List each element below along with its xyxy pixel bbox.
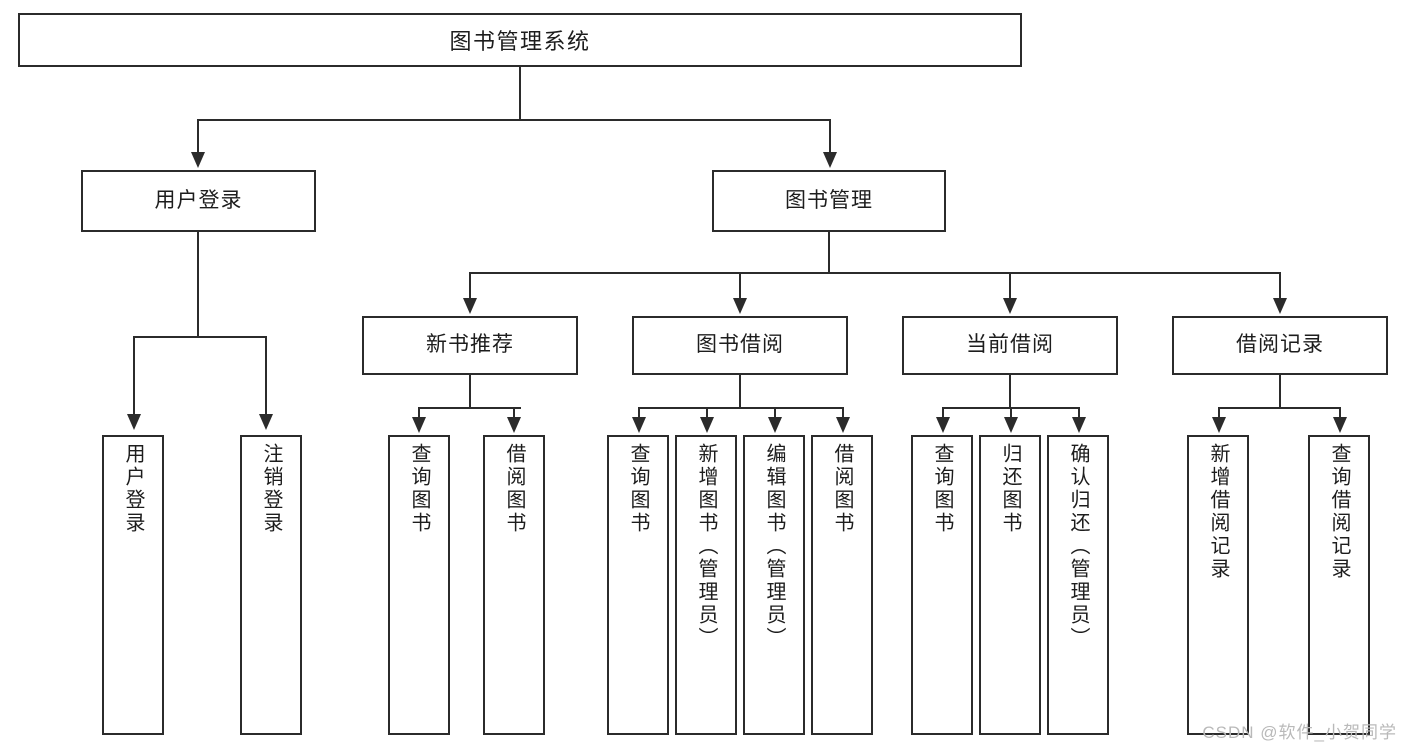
- connector-drop-book-manage: [829, 119, 831, 154]
- connector-drop-leaf-edit-book: [774, 407, 776, 419]
- arrowhead-leaf-user-login: [127, 414, 141, 430]
- connector-new-book-recommend-stem: [469, 375, 471, 407]
- connector-new-book-recommend-bus: [418, 407, 521, 409]
- connector-drop-leaf-add-record: [1218, 407, 1220, 419]
- connector-level2-bus: [197, 119, 831, 121]
- arrowhead-leaf-query-book-2: [632, 417, 646, 433]
- node-leaf-query-book-current[interactable]: 查询图书: [911, 435, 973, 735]
- node-borrow-record[interactable]: 借阅记录: [1172, 316, 1388, 375]
- arrowhead-leaf-logout: [259, 414, 273, 430]
- connector-drop-user-login: [197, 119, 199, 154]
- arrowhead-book-manage: [823, 152, 837, 168]
- node-label: 归还图书: [999, 443, 1021, 535]
- connector-drop-leaf-borrow-book-2: [842, 407, 844, 419]
- node-leaf-borrow-book-borrow[interactable]: 借阅图书: [811, 435, 873, 735]
- node-book-borrow[interactable]: 图书借阅: [632, 316, 848, 375]
- watermark-text: CSDN @软件_小贺同学: [1202, 723, 1397, 742]
- connector-book-manage-stem: [828, 232, 830, 272]
- arrowhead-leaf-add-book: [700, 417, 714, 433]
- node-label: 编辑图书（管理员）: [763, 443, 785, 650]
- arrowhead-leaf-return-book: [1004, 417, 1018, 433]
- node-current-borrow[interactable]: 当前借阅: [902, 316, 1118, 375]
- connector-book-borrow-bus: [638, 407, 844, 409]
- arrowhead-leaf-borrow-book-2: [836, 417, 850, 433]
- node-label: 新增图书（管理员）: [695, 443, 717, 650]
- arrowhead-book-borrow: [733, 298, 747, 314]
- arrowhead-leaf-confirm-return: [1072, 417, 1086, 433]
- connector-borrow-record-stem: [1279, 375, 1281, 407]
- connector-drop-leaf-user-login: [133, 336, 135, 416]
- arrowhead-leaf-add-record: [1212, 417, 1226, 433]
- node-root-book-management-system[interactable]: 图书管理系统: [18, 13, 1022, 67]
- node-leaf-user-login[interactable]: 用户登录: [102, 435, 164, 735]
- node-label: 图书管理: [785, 188, 873, 212]
- connector-user-login-stem: [197, 232, 199, 336]
- arrowhead-leaf-query-book-1: [412, 417, 426, 433]
- arrowhead-leaf-query-record: [1333, 417, 1347, 433]
- node-label: 新书推荐: [426, 333, 514, 357]
- node-leaf-borrow-book-recommend[interactable]: 借阅图书: [483, 435, 545, 735]
- connector-drop-leaf-add-book: [706, 407, 708, 419]
- arrowhead-leaf-edit-book: [768, 417, 782, 433]
- node-leaf-query-book-borrow[interactable]: 查询图书: [607, 435, 669, 735]
- node-book-management[interactable]: 图书管理: [712, 170, 946, 232]
- arrowhead-new-book-recommend: [463, 298, 477, 314]
- node-user-login[interactable]: 用户登录: [81, 170, 316, 232]
- node-label: 新增借阅记录: [1207, 443, 1229, 581]
- connector-borrow-record-bus: [1218, 407, 1341, 409]
- node-label: 注销登录: [260, 443, 282, 535]
- connector-drop-leaf-query-book-2: [638, 407, 640, 419]
- connector-user-login-bus: [133, 336, 265, 338]
- connector-drop-new-book-recommend: [469, 272, 471, 300]
- node-label: 图书借阅: [696, 333, 784, 357]
- node-leaf-confirm-return-admin[interactable]: 确认归还（管理员）: [1047, 435, 1109, 735]
- node-leaf-logout[interactable]: 注销登录: [240, 435, 302, 735]
- node-label: 当前借阅: [966, 333, 1054, 357]
- connector-root-stem: [519, 67, 521, 119]
- node-leaf-query-borrow-record[interactable]: 查询借阅记录: [1308, 435, 1370, 735]
- node-leaf-query-book-recommend[interactable]: 查询图书: [388, 435, 450, 735]
- node-label: 图书管理系统: [449, 29, 591, 54]
- connector-drop-leaf-borrow-book-1: [513, 407, 515, 419]
- arrowhead-leaf-query-book-3: [936, 417, 950, 433]
- node-leaf-return-book[interactable]: 归还图书: [979, 435, 1041, 735]
- node-label: 查询图书: [931, 443, 953, 535]
- node-leaf-edit-book-admin[interactable]: 编辑图书（管理员）: [743, 435, 805, 735]
- connector-drop-leaf-logout: [265, 336, 267, 416]
- arrowhead-leaf-borrow-book-1: [507, 417, 521, 433]
- node-label: 查询图书: [627, 443, 649, 535]
- node-label: 用户登录: [154, 188, 243, 212]
- node-label: 查询借阅记录: [1328, 443, 1350, 581]
- connector-drop-leaf-return-book: [1010, 407, 1012, 419]
- node-label: 借阅图书: [831, 443, 853, 535]
- connector-drop-leaf-confirm-return: [1078, 407, 1080, 419]
- node-leaf-add-book-admin[interactable]: 新增图书（管理员）: [675, 435, 737, 735]
- node-label: 借阅记录: [1236, 333, 1324, 357]
- arrowhead-current-borrow: [1003, 298, 1017, 314]
- connector-drop-leaf-query-book-1: [418, 407, 420, 419]
- arrowhead-user-login: [191, 152, 205, 168]
- node-new-book-recommend[interactable]: 新书推荐: [362, 316, 578, 375]
- connector-drop-leaf-query-record: [1339, 407, 1341, 419]
- node-label: 查询图书: [408, 443, 430, 535]
- connector-drop-leaf-query-book-3: [942, 407, 944, 419]
- connector-drop-borrow-record: [1279, 272, 1281, 300]
- connector-level3-bus: [469, 272, 1281, 274]
- connector-book-borrow-stem: [739, 375, 741, 407]
- node-label: 确认归还（管理员）: [1067, 443, 1089, 650]
- connector-drop-current-borrow: [1009, 272, 1011, 300]
- connector-current-borrow-stem: [1009, 375, 1011, 407]
- connector-drop-book-borrow: [739, 272, 741, 300]
- node-label: 用户登录: [122, 443, 144, 535]
- arrowhead-borrow-record: [1273, 298, 1287, 314]
- node-leaf-add-borrow-record[interactable]: 新增借阅记录: [1187, 435, 1249, 735]
- node-label: 借阅图书: [503, 443, 525, 535]
